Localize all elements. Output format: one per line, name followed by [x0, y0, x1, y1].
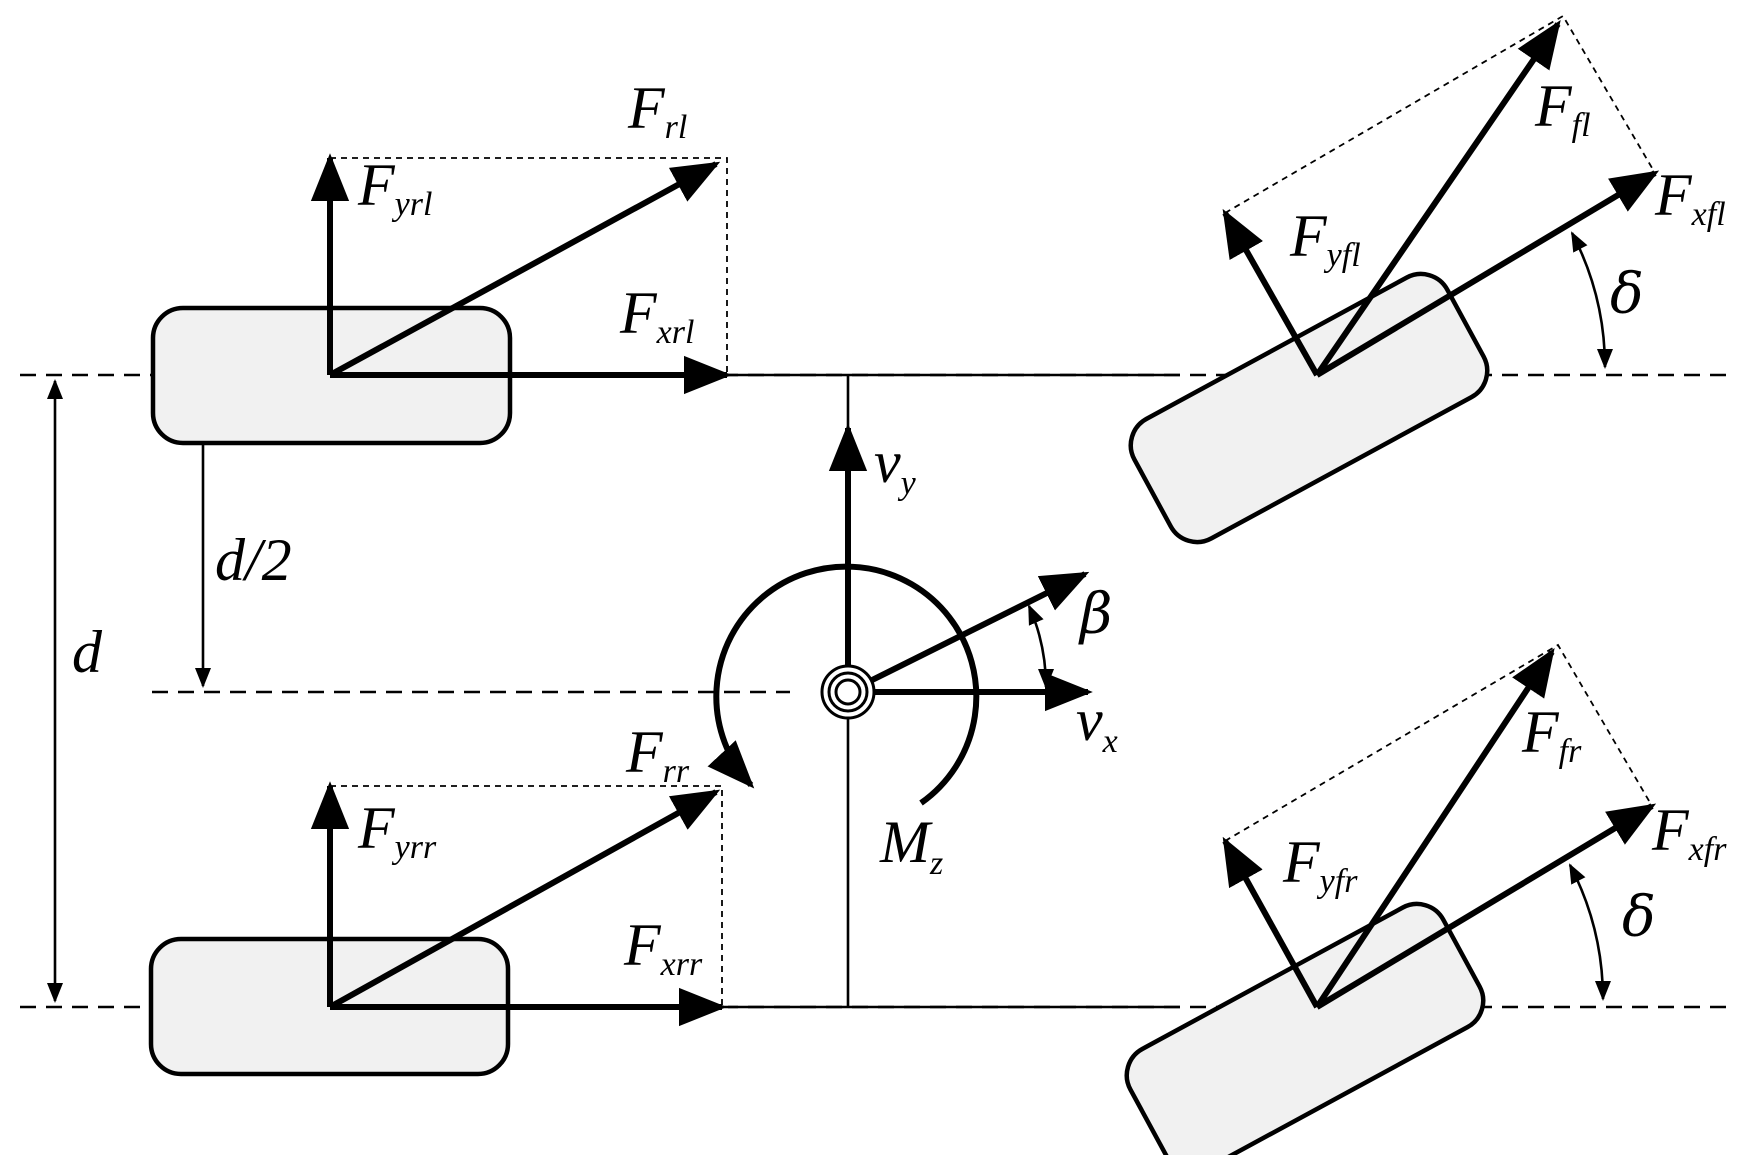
- force-yfl-arrow: [1222, 208, 1320, 377]
- force-rr-arrow: [328, 789, 721, 1010]
- label-half-d: d/2: [215, 527, 292, 593]
- label-d: d: [72, 619, 103, 685]
- label-F-yrl: Fyrl: [357, 152, 432, 223]
- velocity-direction-arrow: [846, 571, 1090, 695]
- front-left-wheel: [1128, 271, 1490, 545]
- label-v-y: vy: [874, 429, 917, 502]
- label-delta-front-right: δ: [1622, 885, 1656, 950]
- delta-front-right-arc: [1568, 863, 1611, 1001]
- force-fr-arrow: [1314, 647, 1555, 1009]
- force-rl-arrow: [328, 161, 721, 378]
- label-F-xrr: Fxrr: [623, 912, 703, 983]
- label-v-x: vx: [1076, 687, 1118, 760]
- rear-left-force-parallelogram: [330, 157, 728, 375]
- label-F-yrr: Fyrr: [357, 795, 437, 866]
- front-right-wheel: [1124, 901, 1486, 1155]
- label-F-rr: Frr: [625, 719, 690, 790]
- label-F-xfr: Fxfr: [1651, 797, 1727, 868]
- rear-right-force-parallelogram: [330, 785, 723, 1007]
- label-F-fr: Ffr: [1521, 699, 1582, 770]
- yaw-moment-arc: [707, 563, 980, 806]
- label-beta: β: [1078, 582, 1112, 647]
- label-M-z: Mz: [879, 809, 943, 882]
- force-fl-arrow: [1314, 20, 1561, 377]
- label-F-fl: Ffl: [1534, 73, 1591, 144]
- label-F-rl: Frl: [627, 75, 687, 146]
- force-yfr-arrow: [1222, 836, 1320, 1009]
- beta-angle-arc: [1027, 604, 1055, 689]
- label-delta-front-left: δ: [1610, 262, 1644, 327]
- label-F-yfr: Fyfr: [1282, 829, 1358, 900]
- label-F-yfl: Fyfl: [1289, 203, 1361, 274]
- front-right-force-parallelogram: [1224, 643, 1653, 842]
- force-xfr-arrow: [1315, 803, 1657, 1010]
- label-F-xrl: Fxrl: [619, 280, 694, 351]
- delta-front-left-arc: [1570, 231, 1613, 369]
- force-xfl-arrow: [1315, 170, 1660, 378]
- label-F-xfl: Fxfl: [1654, 162, 1726, 233]
- center-of-gravity-marker: [820, 664, 876, 720]
